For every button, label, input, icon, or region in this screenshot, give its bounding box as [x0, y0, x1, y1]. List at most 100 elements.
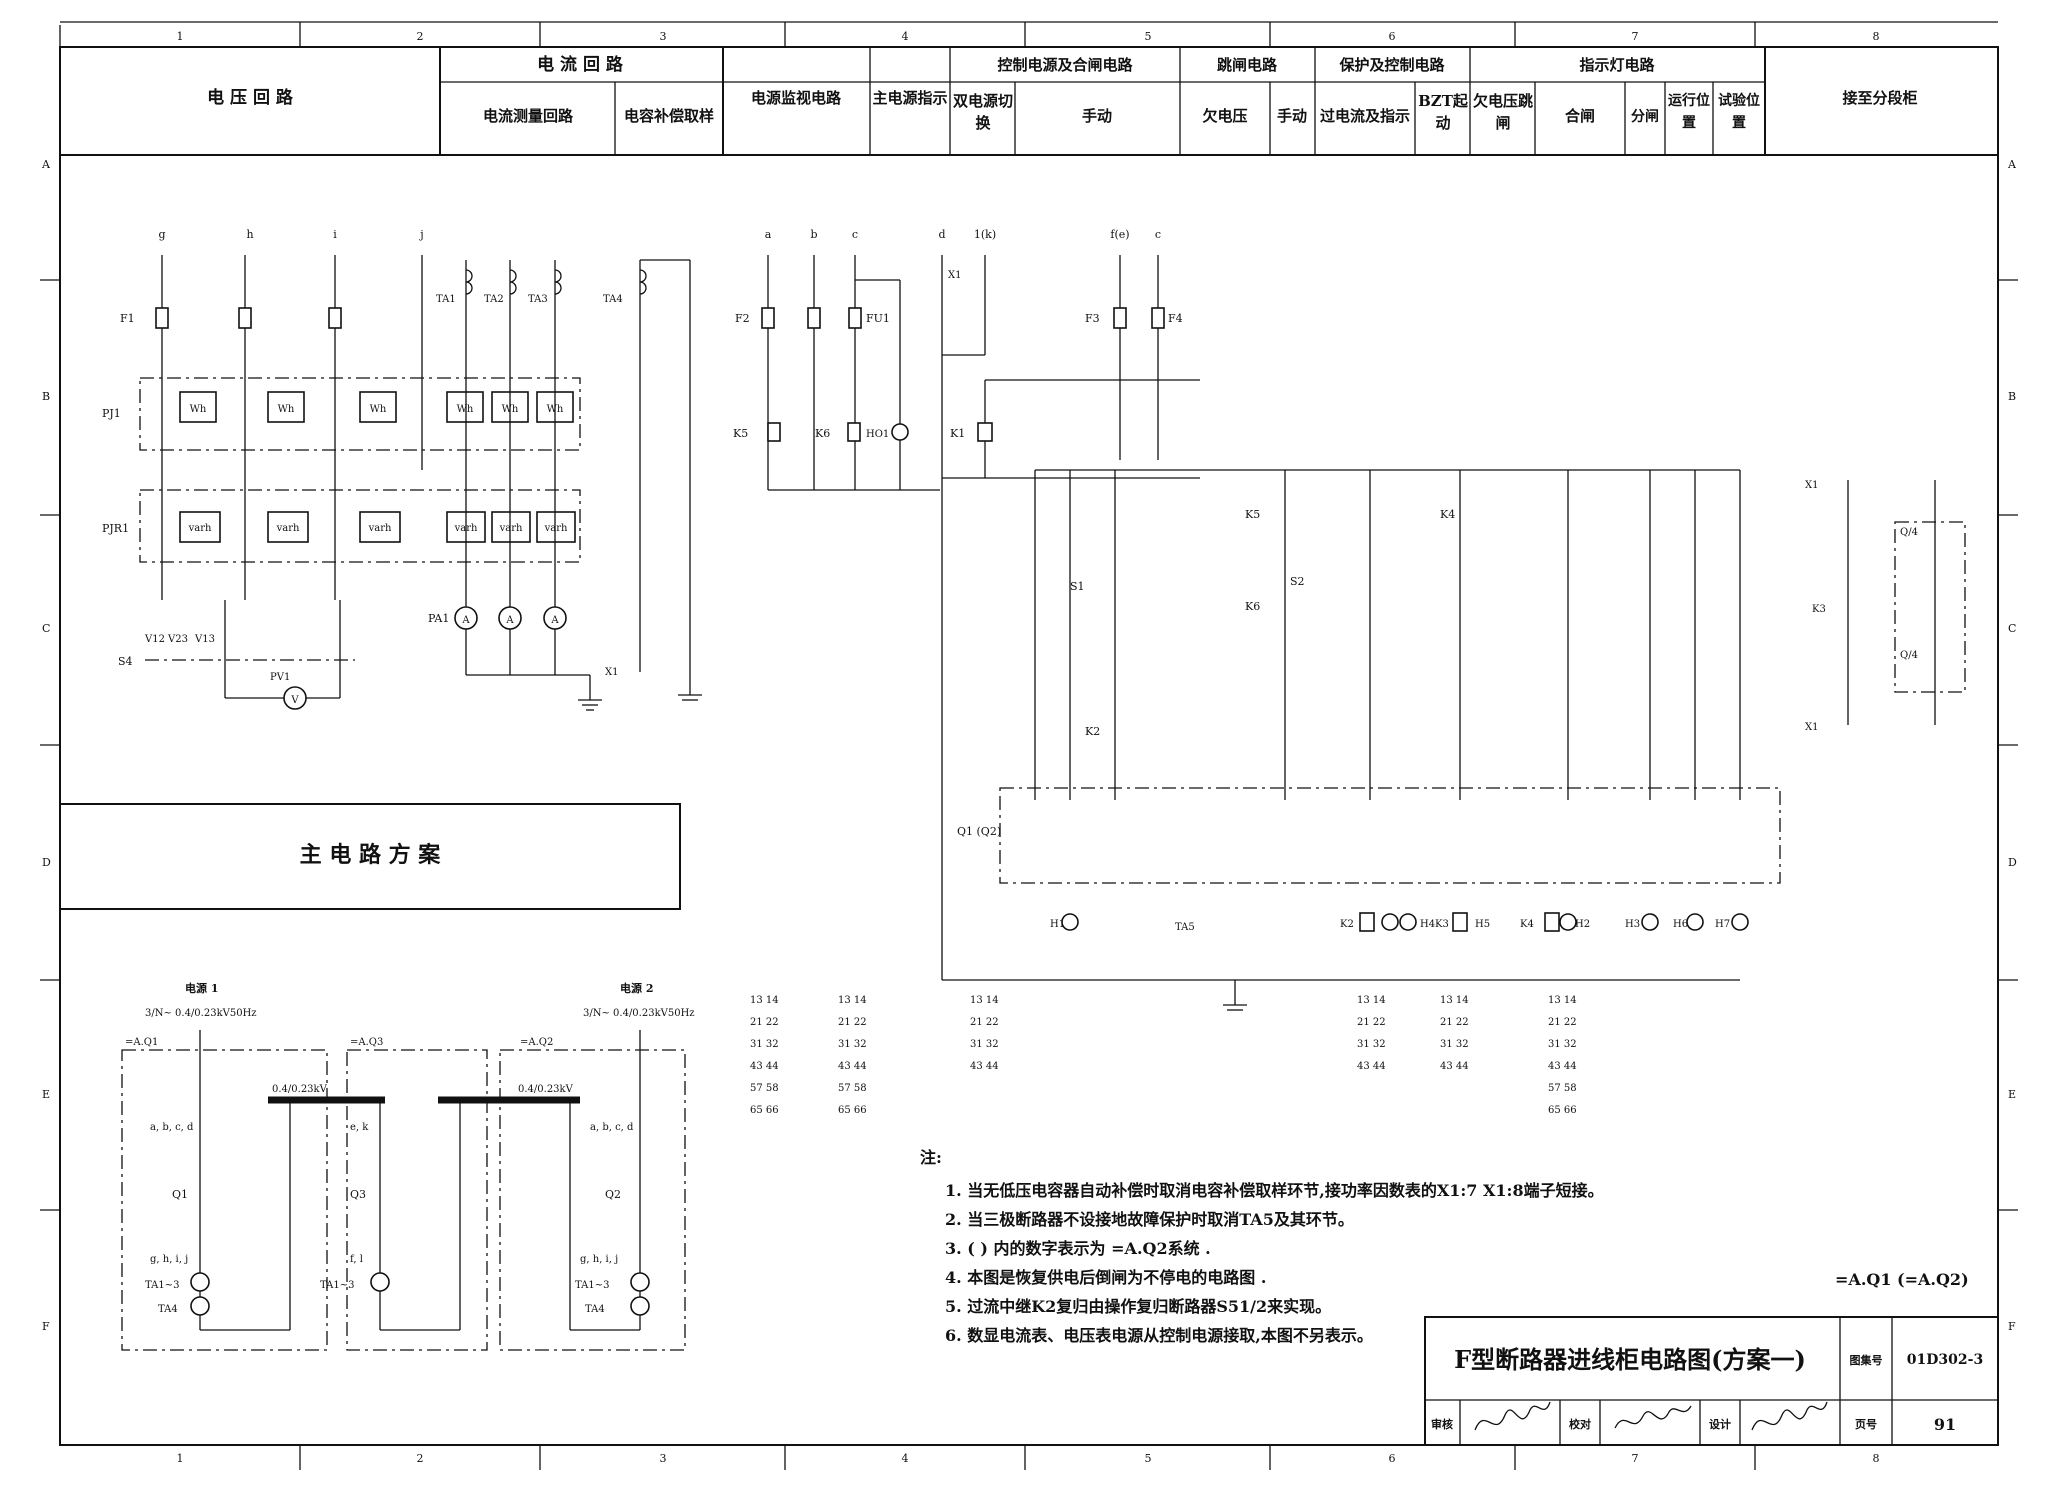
- varh-meter-1: varh: [188, 523, 212, 534]
- label-K6: K6: [815, 427, 830, 440]
- label-PJR1: PJR1: [102, 522, 129, 535]
- label-HO1: HO1: [866, 429, 889, 440]
- ct1-r2: 21 22: [750, 1017, 779, 1028]
- ct6-r5: 57 58: [1548, 1083, 1577, 1094]
- fuse-F1c: [328, 307, 342, 329]
- q1-panel: [121, 1049, 328, 1351]
- wire-abcd-right: a, b, c, d: [590, 1122, 634, 1133]
- relay-K5-coil: [767, 422, 781, 442]
- term-d: d: [938, 228, 945, 241]
- term-g: g: [158, 228, 165, 241]
- voltage-loop-header: 电 压 回 路: [207, 87, 294, 108]
- power-monitor-circuit: F2 FU1 K5 K6 HO1 X1: [733, 255, 986, 980]
- ct1-r1: 13 14: [750, 995, 779, 1006]
- indicator-circuit-header: 指示灯电路: [1579, 56, 1655, 74]
- label-K3-section: K3: [1812, 604, 1826, 615]
- top-terminal-labels: g h i j a b c d 1(k) f(e) c: [158, 228, 1161, 241]
- grid-col-4: 4: [902, 30, 909, 43]
- wh-meters: Wh Wh Wh Wh Wh Wh: [179, 391, 574, 423]
- grid-row-b-r: B: [2008, 390, 2016, 403]
- ct5-r1: 13 14: [1440, 995, 1469, 1006]
- ct1-r5: 57 58: [750, 1083, 779, 1094]
- label-F1: F1: [120, 312, 135, 325]
- grid-col-6: 6: [1389, 30, 1396, 43]
- overcurrent-header: 过电流及指示: [1320, 107, 1410, 125]
- q3-panel: [346, 1049, 488, 1351]
- note-2: 2. 当三极断路器不设接地故障保护时取消TA5及其环节。: [945, 1210, 1354, 1229]
- label-TA2: TA2: [484, 294, 504, 305]
- label-S1: S1: [1070, 580, 1085, 593]
- relay-K1-coil: [977, 422, 993, 442]
- label-TA13-left: TA1~3: [145, 1280, 179, 1291]
- manual-header: 手动: [1082, 107, 1112, 125]
- varh-meter-3: varh: [368, 523, 392, 534]
- voltmeter-symbol: V: [290, 695, 299, 706]
- section-cabinet-connection: X1 X1 K3 Q/4 Q/4: [1805, 480, 1966, 733]
- ct3-r1: 13 14: [970, 995, 999, 1006]
- pjr1-frame: [139, 489, 581, 563]
- function-header-table: 电 压 回 路 电 流 回 路 电流测量回路 电容补偿取样 电源监视电路 主电源…: [60, 47, 1998, 156]
- wire-ek: e, k: [350, 1122, 369, 1133]
- label-AQ3: =A.Q3: [350, 1037, 383, 1048]
- label-H1: H1: [1050, 919, 1065, 930]
- grid-col-b1: 1: [177, 1452, 184, 1465]
- run-position-header: 运行位置: [1668, 93, 1710, 131]
- label-Q1: Q1: [172, 1188, 188, 1201]
- ammeter-2: A: [505, 615, 514, 626]
- ct6-r3: 31 32: [1548, 1039, 1577, 1050]
- label-TA5: TA5: [1175, 922, 1195, 933]
- label-source2: 电源 2: [620, 981, 653, 995]
- ct6-r2: 21 22: [1548, 1017, 1577, 1028]
- label-K2: K2: [1340, 919, 1354, 930]
- label-H2: H2: [1575, 919, 1590, 930]
- ct6-r6: 65 66: [1548, 1105, 1577, 1116]
- ct1-r3: 31 32: [750, 1039, 779, 1050]
- label-H4: H4: [1420, 919, 1435, 930]
- label-Q1Q2: Q1 (Q2): [957, 825, 1001, 838]
- label-PA1: PA1: [428, 612, 449, 625]
- drawing-title: F型断路器进线柜电路图(方案一): [1454, 1345, 1806, 1374]
- grid-row-e-r: E: [2008, 1088, 2016, 1101]
- lamp-HO1: [891, 423, 909, 441]
- grid-col-b8: 8: [1873, 1452, 1880, 1465]
- notes: 注: 1. 当无低压电容器自动补偿时取消电容补偿取样环节,接功率因数表的X1:7…: [920, 1148, 1969, 1345]
- varh-meter-2: varh: [276, 523, 300, 534]
- ct2-r4: 43 44: [838, 1061, 867, 1072]
- label-FU1: FU1: [866, 312, 890, 325]
- system-ref: =A.Q1 (=A.Q2): [1835, 1270, 1969, 1289]
- atlas-number: 01D302-3: [1907, 1352, 1983, 1368]
- label-TA4-left: TA4: [158, 1304, 178, 1315]
- design-signature: [1751, 1401, 1828, 1431]
- label-S2: S2: [1290, 575, 1305, 588]
- grid-col-b6: 6: [1389, 1452, 1396, 1465]
- label-K2-contact: K2: [1085, 725, 1100, 738]
- grid-top: 1 2 3 4 5 6 7 8: [60, 21, 1998, 47]
- grid-row-f-r: F: [2008, 1320, 2016, 1333]
- ct5-r3: 31 32: [1440, 1039, 1469, 1050]
- term-h: h: [246, 228, 253, 241]
- label-K1: K1: [950, 427, 965, 440]
- label-TA1: TA1: [436, 294, 456, 305]
- power-monitor-header: 电源监视电路: [751, 89, 842, 107]
- current-transformers: TA1 TA2 TA3 TA4 X1: [436, 259, 702, 701]
- label-H7: H7: [1715, 919, 1730, 930]
- ct3-r2: 21 22: [970, 1017, 999, 1028]
- manual2-header: 手动: [1277, 107, 1307, 125]
- label-PV1: PV1: [270, 672, 290, 683]
- label-X1-pm: X1: [948, 270, 961, 281]
- varh-meter-5: varh: [499, 523, 523, 534]
- check-label: 校对: [1569, 1417, 1591, 1431]
- bus-rating-right: 0.4/0.23kV: [518, 1084, 574, 1095]
- ct6-r4: 43 44: [1548, 1061, 1577, 1072]
- wire-ghij-left: g, h, i, j: [150, 1254, 188, 1265]
- grid-row-a: A: [41, 158, 51, 171]
- label-Q4-bottom: Q/4: [1900, 650, 1918, 661]
- grid-col-2: 2: [417, 30, 424, 43]
- grid-col-1: 1: [177, 30, 184, 43]
- grid-col-3: 3: [660, 30, 667, 43]
- dual-power-switch-header: 双电源切 换: [953, 92, 1013, 132]
- label-PJ1: PJ1: [102, 407, 121, 420]
- label-AQ2: =A.Q2: [520, 1037, 553, 1048]
- label-K4: K4: [1520, 919, 1534, 930]
- review-signature: [1474, 1401, 1551, 1431]
